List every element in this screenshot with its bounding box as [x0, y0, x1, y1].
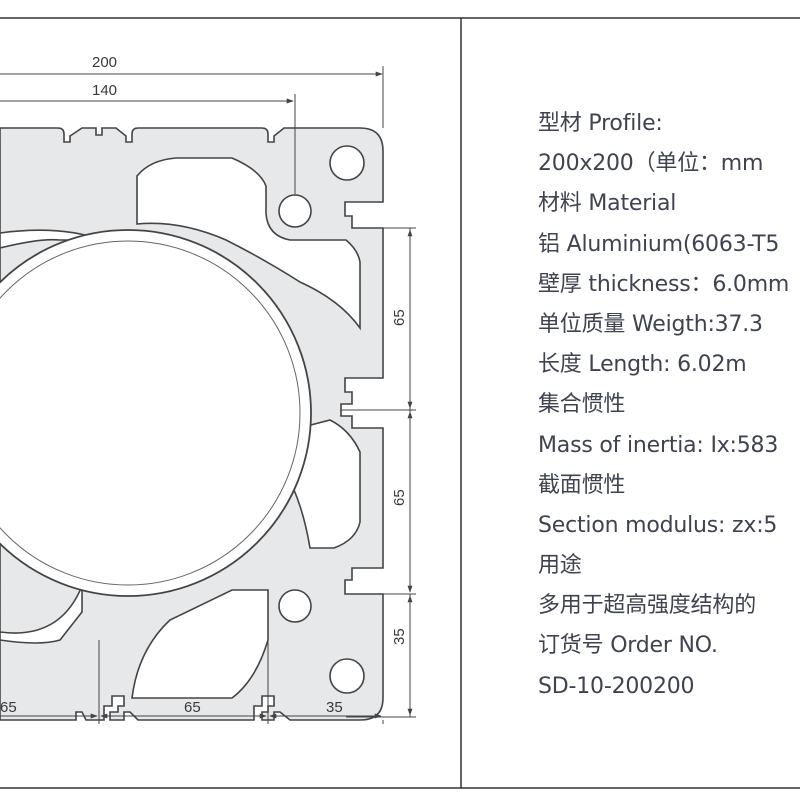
spec-order-label: 订货号 Order NO.: [538, 633, 718, 659]
dim-bottom-35: 35: [326, 699, 343, 716]
spec-profile-label: 型材 Profile:: [538, 111, 663, 136]
spec-panel: 型材 Profile: 200x200（单位：mm 材料 Material 铝 …: [538, 104, 800, 714]
spec-order-number: SD-10-200200: [538, 673, 695, 699]
corner-hole-bottom: [329, 658, 365, 694]
spec-inertia-value: Mass of inertia: Ix:583: [538, 432, 779, 458]
spec-profile-size: 200x200（单位：mm: [538, 151, 764, 177]
dim-200: 200: [92, 54, 117, 71]
dim-right-65-middle: 65: [391, 489, 408, 506]
dim-right-65-upper: 65: [391, 309, 408, 326]
spec-material-value: 铝 Aluminium(6063-T5: [538, 231, 780, 257]
inner-hole-bottom: [278, 589, 312, 623]
spec-section-value: Section modulus: zx:5: [538, 512, 778, 538]
dim-right-35: 35: [391, 628, 408, 645]
spec-weight: 单位质量 Weigth:37.3: [538, 311, 763, 337]
spec-length: 长度 Length: 6.02m: [538, 352, 747, 378]
spec-usage-value: 多用于超高强度结构的: [538, 593, 757, 619]
spec-usage-label: 用途: [538, 553, 582, 579]
spec-section-label: 截面惯性: [538, 472, 626, 498]
spec-inertia-label: 集合惯性: [538, 392, 626, 418]
spec-thickness: 壁厚 thickness：6.0mm: [538, 271, 790, 297]
frame: [0, 17, 800, 789]
spec-material-label: 材料 Material: [538, 191, 677, 217]
corner-hole-top: [329, 145, 365, 181]
dim-140: 140: [92, 82, 117, 99]
central-bore: [0, 229, 312, 597]
inner-hole-top: [278, 194, 312, 228]
dim-bottom-65-left: 65: [0, 699, 17, 716]
aluminium-profile: [0, 127, 384, 721]
dim-bottom-65-middle: 65: [184, 699, 201, 716]
dimension-lines: [0, 66, 416, 724]
